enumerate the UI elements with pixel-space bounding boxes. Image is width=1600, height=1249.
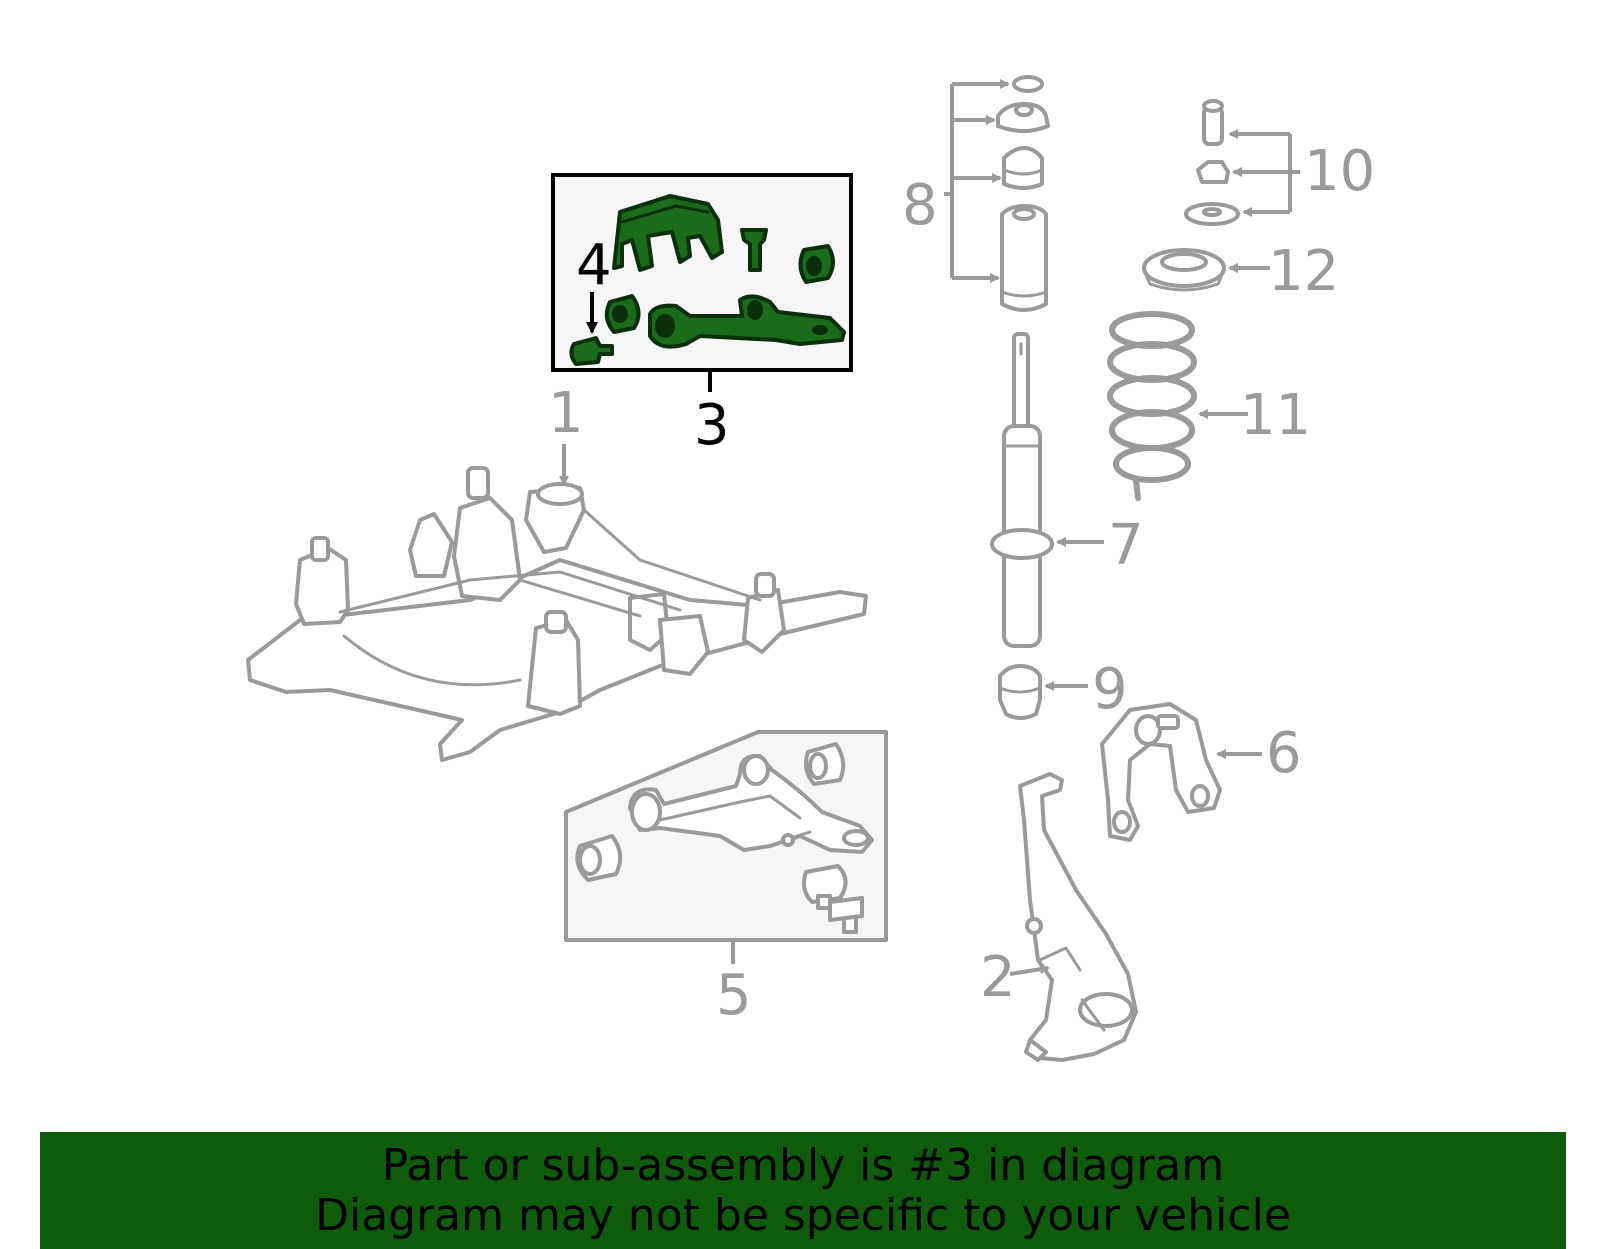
upper-control-arm (648, 294, 846, 349)
strut-mount-group[interactable] (996, 75, 1050, 312)
callout-12: 12 (1268, 239, 1339, 304)
callout-2: 2 (980, 945, 1016, 1010)
callout-10: 10 (1304, 139, 1375, 204)
front-subframe[interactable] (246, 466, 868, 762)
bump-stop[interactable] (998, 664, 1042, 720)
lower-kit-bolt (781, 830, 812, 847)
callout-11: 11 (1240, 383, 1311, 448)
banner-line-2: Diagram may not be specific to your vehi… (315, 1190, 1291, 1241)
lower-bushing-left (575, 834, 623, 882)
lower-control-arm-kit[interactable] (564, 730, 888, 942)
callout-1: 1 (548, 381, 584, 446)
lower-bushing-top (804, 742, 846, 786)
strut-assembly[interactable] (990, 332, 1054, 648)
ball-joint (802, 864, 864, 934)
coil-spring[interactable] (1107, 311, 1197, 501)
banner-line-1: Part or sub-assembly is #3 in diagram (381, 1140, 1225, 1191)
callout-9: 9 (1092, 657, 1128, 722)
upper-hardware-group[interactable] (1184, 99, 1240, 226)
notice-banner: Part or sub-assembly is #3 in diagram Di… (40, 1132, 1566, 1249)
callout-6: 6 (1266, 721, 1302, 786)
upper-control-arm-kit[interactable] (551, 173, 853, 372)
callout-4: 4 (576, 233, 612, 298)
callout-8: 8 (902, 173, 938, 238)
callout-5: 5 (716, 963, 752, 1028)
spring-seat[interactable] (1142, 248, 1226, 292)
upper-bracket-right[interactable] (1100, 702, 1222, 842)
part-4-bolt (569, 336, 614, 366)
lower-control-arm (628, 753, 874, 854)
upper-arm-bracket (612, 194, 724, 272)
leader-lines (559, 79, 1300, 976)
callout-7: 7 (1108, 513, 1144, 578)
callout-3: 3 (694, 393, 730, 458)
kit-bolt-top (740, 228, 768, 272)
kit-bushing-right (798, 244, 835, 284)
kit-bushing-left (604, 294, 641, 334)
